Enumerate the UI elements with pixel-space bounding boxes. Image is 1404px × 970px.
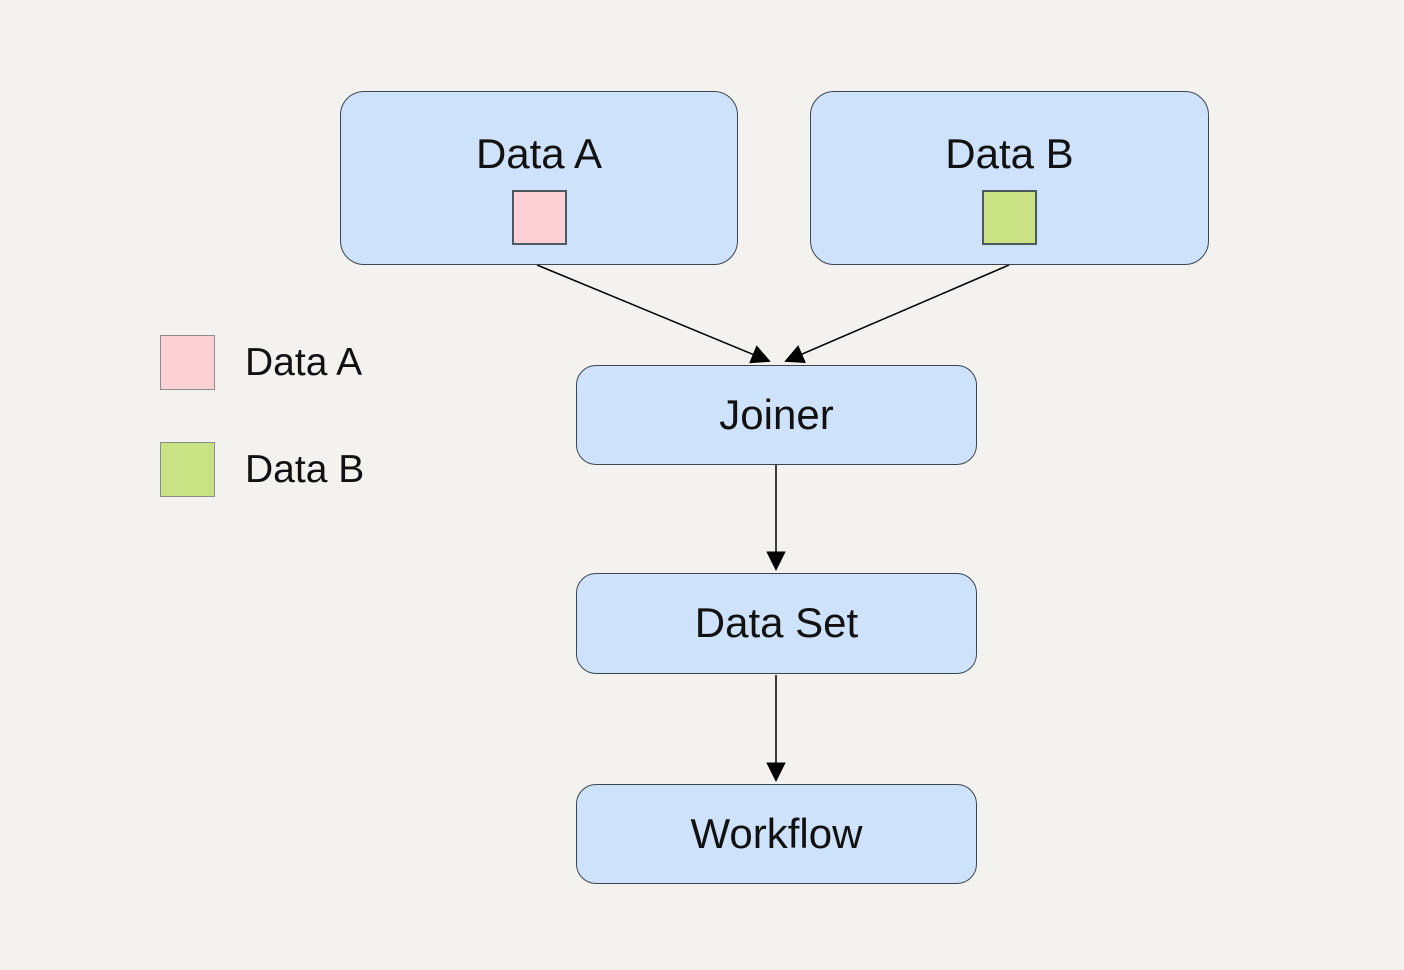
node-workflow[interactable]: Workflow: [576, 784, 977, 884]
node-data-b[interactable]: Data B: [810, 91, 1209, 265]
node-joiner[interactable]: Joiner: [576, 365, 977, 465]
node-workflow-label: Workflow: [690, 809, 863, 857]
node-data-a-label: Data A: [475, 129, 603, 177]
legend-data-a-swatch-icon: [160, 335, 215, 390]
legend-data-a-label: Data A: [245, 340, 363, 384]
node-data-set-label: Data Set: [694, 599, 859, 647]
node-data-a[interactable]: Data A: [340, 91, 738, 265]
data-b-swatch-icon: [982, 190, 1037, 246]
edge-data-a-to-joiner: [536, 264, 771, 364]
legend-item-data-a: Data A: [160, 335, 364, 390]
node-data-b-label: Data B: [945, 129, 1074, 177]
legend-data-b-swatch-icon: [160, 442, 215, 497]
node-joiner-label: Joiner: [719, 390, 834, 438]
edge-data-b-to-joiner: [784, 264, 1010, 364]
node-data-set[interactable]: Data Set: [576, 573, 977, 674]
legend-data-b-label: Data B: [245, 447, 365, 491]
legend-item-data-b: Data B: [160, 442, 364, 497]
legend: Data A Data B: [160, 335, 364, 549]
data-a-swatch-icon: [511, 190, 567, 246]
